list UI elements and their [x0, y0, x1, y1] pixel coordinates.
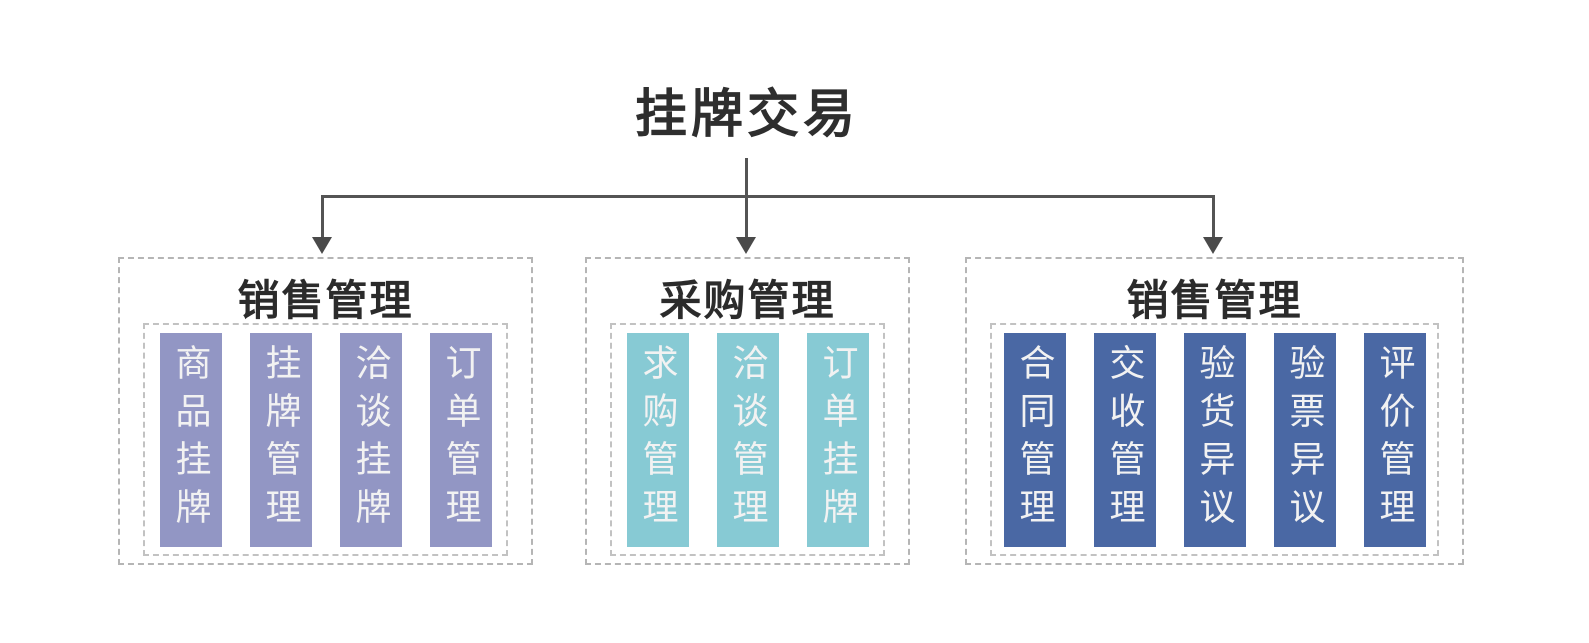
- module-item-label: 评价管理: [1374, 343, 1416, 536]
- diagram-title: 挂牌交易: [634, 86, 860, 144]
- arrow-down-icon: [736, 237, 756, 254]
- module-item: 交收管理: [1093, 332, 1156, 547]
- module-item-label: 挂牌管理: [260, 343, 302, 536]
- group-inner-frame: 合同管理 交收管理 验货异议 验票异议 评价管理: [990, 323, 1439, 556]
- connector-center-stem: [745, 158, 748, 238]
- module-item: 洽谈管理: [716, 332, 779, 547]
- module-item-label: 求购管理: [637, 343, 679, 536]
- group-inner-frame: 商品挂牌 挂牌管理 洽谈挂牌 订单管理: [143, 323, 508, 556]
- module-item: 订单管理: [429, 332, 492, 547]
- connector-horizontal-bar: [321, 195, 1215, 198]
- module-item: 评价管理: [1363, 332, 1426, 547]
- module-item: 挂牌管理: [249, 332, 312, 547]
- module-item: 验货异议: [1183, 332, 1246, 547]
- connector-left-drop: [321, 195, 324, 238]
- group-box-procurement-management: 采购管理 求购管理 洽谈管理 订单挂牌: [585, 257, 910, 565]
- module-item: 合同管理: [1003, 332, 1066, 547]
- group-title: 销售管理: [237, 277, 414, 324]
- module-item-label: 交收管理: [1104, 343, 1146, 536]
- module-item: 商品挂牌: [159, 332, 222, 547]
- module-item: 求购管理: [626, 332, 689, 547]
- module-item-label: 洽谈挂牌: [350, 343, 392, 536]
- module-item-label: 合同管理: [1014, 343, 1056, 536]
- module-item-label: 验货异议: [1194, 343, 1236, 536]
- group-title: 采购管理: [659, 277, 836, 324]
- module-item-label: 洽谈管理: [727, 343, 769, 536]
- module-item-label: 商品挂牌: [170, 343, 212, 536]
- arrow-down-icon: [1203, 237, 1223, 254]
- group-box-sales-management: 销售管理 商品挂牌 挂牌管理 洽谈挂牌 订单管理: [118, 257, 533, 565]
- module-item: 洽谈挂牌: [339, 332, 402, 547]
- module-item-label: 验票异议: [1284, 343, 1326, 536]
- connector-right-drop: [1212, 195, 1215, 238]
- module-item: 订单挂牌: [806, 332, 869, 547]
- module-item-label: 订单管理: [440, 343, 482, 536]
- group-title: 销售管理: [1126, 277, 1303, 324]
- module-item-label: 订单挂牌: [817, 343, 859, 536]
- module-item: 验票异议: [1273, 332, 1336, 547]
- group-inner-frame: 求购管理 洽谈管理 订单挂牌: [610, 323, 885, 556]
- group-box-sales-management-2: 销售管理 合同管理 交收管理 验货异议 验票异议 评价管理: [965, 257, 1464, 565]
- arrow-down-icon: [312, 237, 332, 254]
